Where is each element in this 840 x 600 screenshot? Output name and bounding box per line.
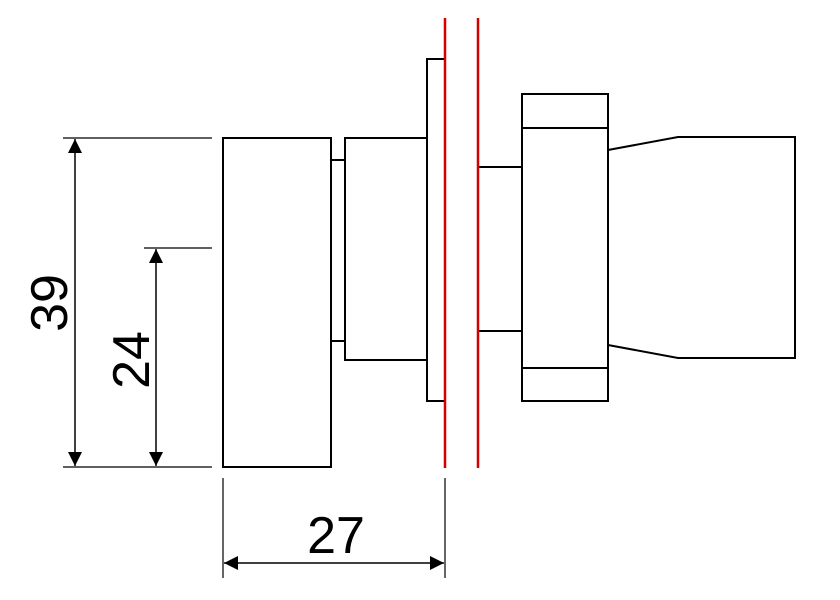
cap-connector	[330, 159, 346, 342]
mounting-nut	[521, 93, 609, 402]
front-flange	[426, 58, 446, 402]
dimension-label-39: 39	[21, 274, 79, 332]
front-cap	[222, 137, 332, 468]
rear-body	[607, 136, 796, 359]
dimension-label-27: 27	[307, 507, 365, 565]
front-collar	[344, 137, 428, 361]
dimension-label-24: 24	[103, 331, 161, 389]
